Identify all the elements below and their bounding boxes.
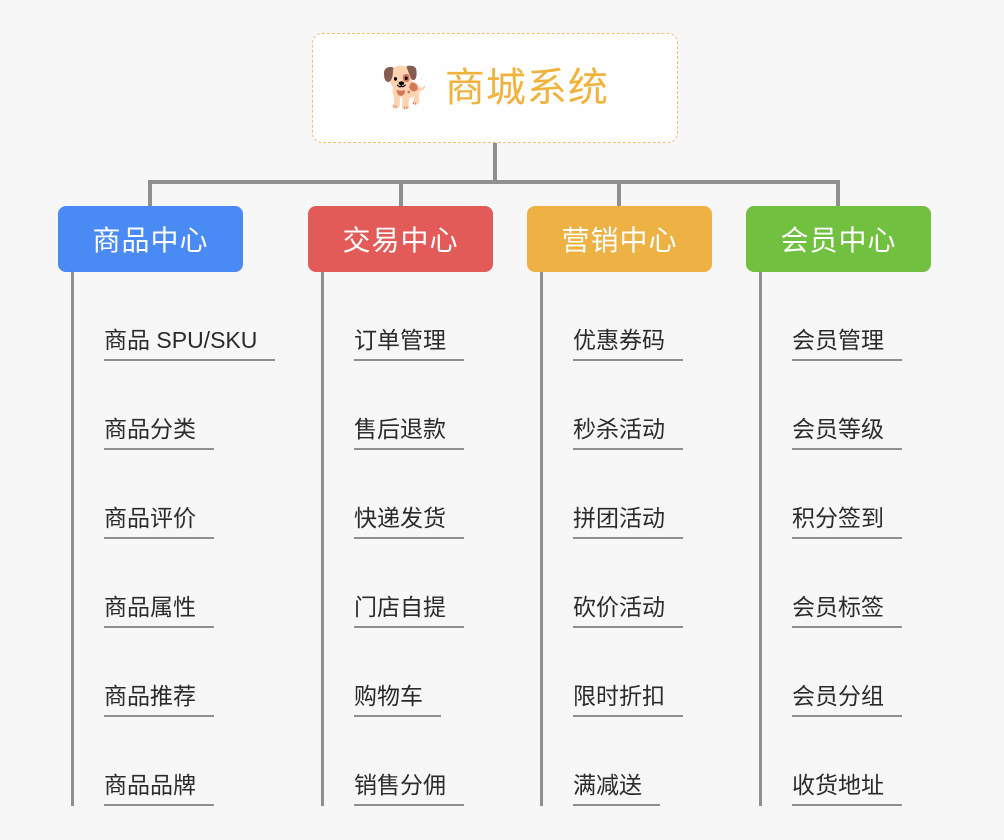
shiba-dog-face-icon: 🐕	[381, 66, 431, 110]
leaf-label: 砍价活动	[573, 594, 683, 628]
category-header-marketing-center[interactable]: 营销中心	[527, 206, 712, 272]
connector-drop-trade-center	[399, 183, 403, 206]
leaf-list-member-center: 会员管理 会员等级 积分签到 会员标签 会员分组 收货地址	[759, 272, 1004, 806]
leaf-item[interactable]: 会员标签	[762, 539, 1004, 628]
leaf-label: 会员管理	[792, 327, 902, 361]
leaf-list-product-center: 商品 SPU/SKU 商品分类 商品评价 商品属性 商品推荐 商品品牌	[71, 272, 358, 806]
leaf-item[interactable]: 商品评价	[74, 450, 358, 539]
leaf-label: 限时折扣	[573, 683, 683, 717]
branch-trade-center: 交易中心 订单管理 售后退款 快递发货 门店自提 购物车 销售分佣	[308, 206, 588, 806]
leaf-item[interactable]: 商品品牌	[74, 717, 358, 806]
leaf-label: 商品分类	[104, 416, 214, 450]
leaf-item[interactable]: 销售分佣	[324, 717, 588, 806]
category-header-member-center[interactable]: 会员中心	[746, 206, 931, 272]
leaf-label: 商品品牌	[104, 772, 214, 806]
leaf-item[interactable]: 快递发货	[324, 450, 588, 539]
leaf-label: 拼团活动	[573, 505, 683, 539]
leaf-item[interactable]: 会员分组	[762, 628, 1004, 717]
leaf-item[interactable]: 优惠券码	[543, 272, 807, 361]
leaf-label: 商品 SPU/SKU	[104, 327, 276, 361]
leaf-label: 销售分佣	[354, 772, 464, 806]
leaf-label: 满减送	[573, 772, 660, 806]
leaf-item[interactable]: 限时折扣	[543, 628, 807, 717]
leaf-list-trade-center: 订单管理 售后退款 快递发货 门店自提 购物车 销售分佣	[321, 272, 588, 806]
leaf-list-marketing-center: 优惠券码 秒杀活动 拼团活动 砍价活动 限时折扣 满减送	[540, 272, 807, 806]
leaf-label: 商品评价	[104, 505, 214, 539]
leaf-item[interactable]: 满减送	[543, 717, 807, 806]
leaf-label: 积分签到	[792, 505, 902, 539]
leaf-item[interactable]: 购物车	[324, 628, 588, 717]
leaf-item[interactable]: 商品分类	[74, 361, 358, 450]
branch-product-center: 商品中心 商品 SPU/SKU 商品分类 商品评价 商品属性 商品推荐 商品品牌	[58, 206, 358, 806]
leaf-item[interactable]: 砍价活动	[543, 539, 807, 628]
leaf-item[interactable]: 订单管理	[324, 272, 588, 361]
leaf-item[interactable]: 秒杀活动	[543, 361, 807, 450]
connector-root-stem	[493, 143, 497, 183]
leaf-label: 售后退款	[354, 416, 464, 450]
leaf-label: 商品属性	[104, 594, 214, 628]
leaf-item[interactable]: 商品 SPU/SKU	[74, 272, 358, 361]
leaf-label: 收货地址	[792, 772, 902, 806]
connector-drop-product-center	[148, 183, 152, 206]
leaf-item[interactable]: 会员管理	[762, 272, 1004, 361]
category-label: 营销中心	[561, 225, 678, 256]
leaf-label: 会员等级	[792, 416, 902, 450]
branch-member-center: 会员中心 会员管理 会员等级 积分签到 会员标签 会员分组 收货地址	[746, 206, 1004, 806]
leaf-label: 快递发货	[354, 505, 464, 539]
connector-horizontal-bar	[148, 180, 840, 184]
leaf-item[interactable]: 门店自提	[324, 539, 588, 628]
leaf-item[interactable]: 积分签到	[762, 450, 1004, 539]
leaf-item[interactable]: 拼团活动	[543, 450, 807, 539]
leaf-label: 会员分组	[792, 683, 902, 717]
branch-marketing-center: 营销中心 优惠券码 秒杀活动 拼团活动 砍价活动 限时折扣 满减送	[527, 206, 807, 806]
category-header-product-center[interactable]: 商品中心	[58, 206, 243, 272]
leaf-item[interactable]: 商品推荐	[74, 628, 358, 717]
leaf-label: 秒杀活动	[573, 416, 683, 450]
connector-drop-marketing-center	[617, 183, 621, 206]
category-label: 交易中心	[342, 225, 459, 256]
leaf-item[interactable]: 收货地址	[762, 717, 1004, 806]
category-label: 会员中心	[780, 225, 897, 256]
leaf-label: 订单管理	[354, 327, 464, 361]
leaf-label: 门店自提	[354, 594, 464, 628]
category-label: 商品中心	[92, 225, 209, 256]
leaf-label: 优惠券码	[573, 327, 683, 361]
leaf-label: 会员标签	[792, 594, 902, 628]
leaf-label: 购物车	[354, 683, 441, 717]
category-header-trade-center[interactable]: 交易中心	[308, 206, 493, 272]
root-node-title: 商城系统	[444, 66, 609, 110]
leaf-item[interactable]: 售后退款	[324, 361, 588, 450]
connector-drop-member-center	[836, 183, 840, 206]
leaf-label: 商品推荐	[104, 683, 214, 717]
root-node-mall-system[interactable]: 🐕 商城系统	[312, 33, 678, 143]
leaf-item[interactable]: 商品属性	[74, 539, 358, 628]
leaf-item[interactable]: 会员等级	[762, 361, 1004, 450]
